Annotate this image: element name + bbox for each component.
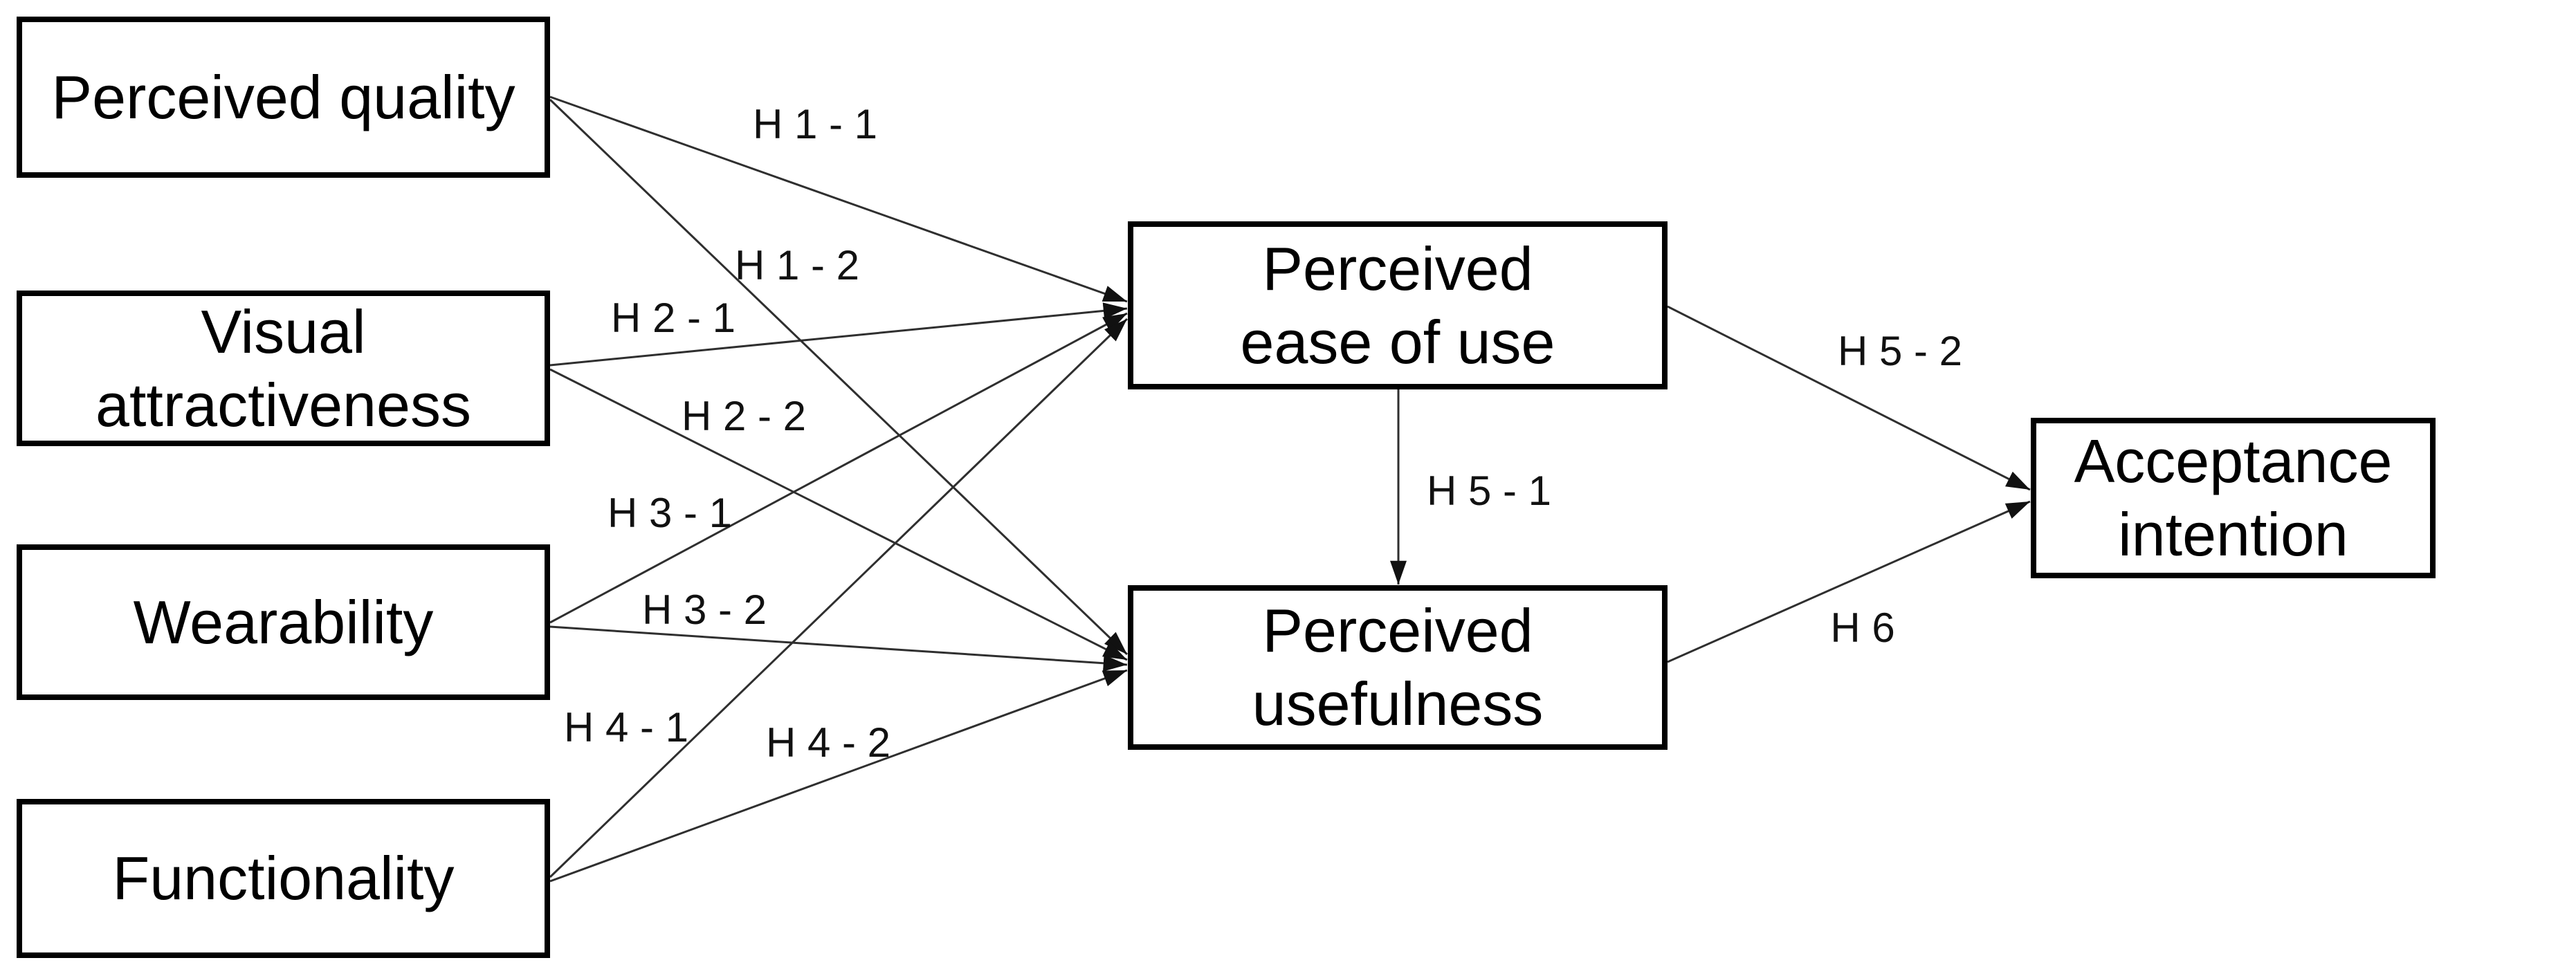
hypothesis-label-h2-1: H 2 - 1 (611, 295, 736, 341)
node-label: Visual attractiveness (95, 295, 471, 441)
hypothesis-label-h6: H 6 (1830, 605, 1894, 651)
node-perceived-ease-of-use: Perceived ease of use (1128, 221, 1668, 389)
arrow-h3-1 (549, 312, 1128, 624)
arrow-h4-2 (549, 669, 1128, 883)
hypothesis-label-h4-2: H 4 - 2 (766, 719, 890, 766)
arrow-h6 (1667, 500, 2031, 663)
hypothesis-label-h5-2: H 5 - 2 (1838, 328, 1962, 374)
node-label-line: Perceived (1262, 596, 1533, 665)
node-label: Perceived ease of use (1241, 232, 1555, 378)
hypothesis-label-h5-1: H 5 - 1 (1427, 468, 1551, 514)
node-label: Functionality (112, 842, 454, 915)
arrows-group (549, 95, 2031, 883)
node-label-line: Wearability (133, 587, 434, 656)
arrow-h4-1 (549, 317, 1129, 878)
hypothesis-label-h2-2: H 2 - 2 (682, 393, 806, 439)
hypothesis-label-h3-1: H 3 - 1 (608, 490, 732, 536)
hypothesis-label-h1-1: H 1 - 1 (753, 101, 877, 147)
hypothesis-label-h3-2: H 3 - 2 (642, 587, 767, 633)
node-label-line: Visual (201, 297, 366, 366)
arrow-h2-1 (549, 302, 1128, 367)
node-wearability: Wearability (17, 544, 550, 700)
node-label: Acceptance intention (2074, 425, 2393, 571)
arrow-h1-2 (549, 98, 1129, 656)
node-label-line: intention (2118, 500, 2348, 569)
node-label-line: ease of use (1240, 307, 1555, 376)
node-label-line: Functionality (112, 844, 455, 913)
node-perceived-quality: Perceived quality (17, 17, 550, 178)
node-functionality: Functionality (17, 799, 550, 958)
arrow-h3-2 (549, 625, 1128, 672)
arrow-h5-2 (1667, 305, 2031, 491)
hypothesis-label-h4-1: H 4 - 1 (564, 704, 688, 751)
node-label-line: Perceived quality (51, 62, 515, 131)
arrow-h1-1 (549, 95, 1128, 303)
node-visual-attractiveness: Visual attractiveness (17, 291, 550, 446)
node-label-line: Acceptance (2074, 427, 2393, 496)
node-label-line: usefulness (1252, 670, 1544, 738)
node-label-line: Perceived (1262, 234, 1533, 303)
node-acceptance-intention: Acceptance intention (2031, 418, 2436, 578)
node-perceived-usefulness: Perceived usefulness (1128, 585, 1668, 750)
arrow-h2-2 (549, 368, 1128, 661)
hypothesis-label-h1-2: H 1 - 2 (735, 242, 859, 288)
hypothesis-labels-group: H 1 - 1 H 1 - 2 H 2 - 1 H 2 - 2 H 3 - 1 … (564, 101, 1962, 766)
node-label-line: attractiveness (95, 370, 471, 439)
node-label: Perceived usefulness (1252, 594, 1544, 740)
node-label: Perceived quality (51, 61, 515, 134)
node-label: Wearability (134, 586, 434, 659)
